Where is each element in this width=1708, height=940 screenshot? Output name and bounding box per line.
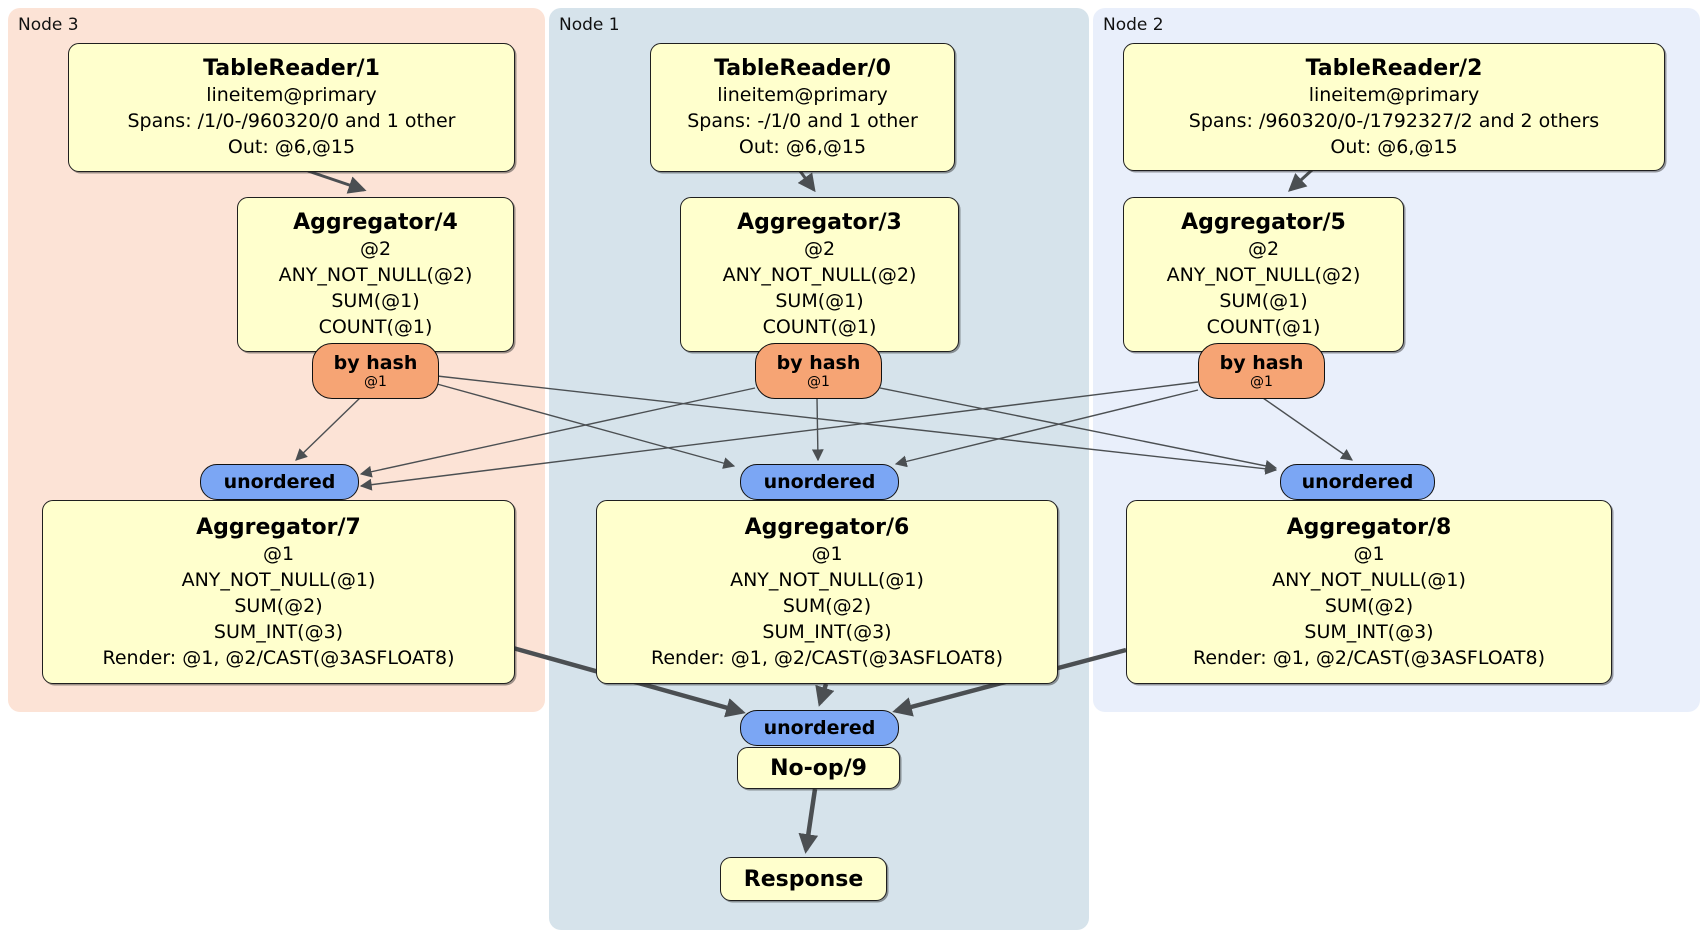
- stream-unordered-badge-node3: unordered: [200, 464, 359, 500]
- stream-unordered-badge-node1: unordered: [740, 464, 899, 500]
- processor-title: Aggregator/6: [744, 514, 910, 540]
- processor-detail: @1: [1353, 542, 1385, 565]
- processor-response: Response: [720, 857, 887, 901]
- processor-title: TableReader/1: [203, 56, 380, 81]
- processor-detail: COUNT(@1): [318, 316, 433, 338]
- processor-detail: SUM_INT(@3): [762, 620, 892, 643]
- processor-title: No-op/9: [770, 755, 867, 781]
- processor-detail: SUM(@1): [331, 290, 420, 312]
- processor-detail: SUM(@1): [1219, 290, 1308, 312]
- unordered-label: unordered: [1301, 471, 1414, 493]
- processor-detail: ANY_NOT_NULL(@2): [278, 264, 473, 286]
- processor-tablereader-1: TableReader/1 lineitem@primary Spans: /1…: [68, 43, 515, 172]
- byhash-label: by hash: [776, 352, 861, 374]
- region-node-2-label: Node 2: [1103, 15, 1164, 35]
- edge-byhash2-unordered1: [894, 389, 1199, 468]
- byhash-label: by hash: [1219, 352, 1304, 374]
- region-node-1-label: Node 1: [559, 15, 620, 35]
- byhash-columns: @1: [807, 374, 830, 390]
- stream-unordered-badge-final: unordered: [740, 710, 899, 746]
- processor-title: Aggregator/4: [293, 210, 458, 235]
- processor-title: Aggregator/8: [1286, 514, 1452, 540]
- processor-detail: Render: @1, @2/CAST(@3ASFLOAT8): [102, 646, 455, 669]
- edge-tr1-agg4: [307, 169, 367, 194]
- processor-detail: lineitem@primary: [206, 84, 377, 106]
- processor-detail: Out: @6,@15: [738, 136, 867, 158]
- processor-title: Response: [743, 866, 864, 892]
- processor-aggregator-5: Aggregator/5 @2 ANY_NOT_NULL(@2) SUM(@1)…: [1123, 197, 1404, 352]
- processor-detail: SUM(@2): [782, 594, 872, 617]
- edge-byhash3-unordered2: [436, 375, 1278, 475]
- processor-detail: lineitem@primary: [717, 84, 888, 106]
- processor-detail: @2: [1247, 238, 1280, 260]
- edge-tr0-agg3: [797, 170, 816, 193]
- edge-agg6-unordered-final: [815, 683, 835, 707]
- processor-tablereader-0: TableReader/0 lineitem@primary Spans: -/…: [650, 43, 955, 172]
- edge-byhash1-unordered3: [359, 387, 756, 478]
- processor-aggregator-7: Aggregator/7 @1 ANY_NOT_NULL(@1) SUM(@2)…: [42, 500, 515, 684]
- processor-detail: @2: [803, 238, 836, 260]
- processor-detail: SUM_INT(@3): [1304, 620, 1434, 643]
- edge-byhash1-unordered2: [879, 387, 1278, 472]
- region-node-3-label: Node 3: [18, 15, 79, 35]
- processor-title: Aggregator/7: [196, 514, 361, 540]
- stream-byhash-badge-node3: by hash @1: [312, 343, 439, 399]
- processor-detail: Render: @1, @2/CAST(@3ASFLOAT8): [1193, 646, 1545, 669]
- processor-detail: COUNT(@1): [762, 316, 877, 338]
- edge-tr2-agg5: [1288, 168, 1314, 192]
- processor-detail: ANY_NOT_NULL(@1): [730, 568, 924, 591]
- processor-detail: ANY_NOT_NULL(@1): [181, 568, 376, 591]
- processor-aggregator-6: Aggregator/6 @1 ANY_NOT_NULL(@1) SUM(@2)…: [596, 500, 1058, 684]
- unordered-label: unordered: [223, 471, 336, 493]
- unordered-label: unordered: [763, 471, 876, 493]
- byhash-columns: @1: [364, 374, 387, 390]
- processor-detail: ANY_NOT_NULL(@2): [1166, 264, 1361, 286]
- processor-aggregator-3: Aggregator/3 @2 ANY_NOT_NULL(@2) SUM(@1)…: [680, 197, 959, 352]
- processor-detail: Render: @1, @2/CAST(@3ASFLOAT8): [651, 646, 1003, 669]
- edge-noop-response: [798, 788, 819, 854]
- processor-aggregator-4: Aggregator/4 @2 ANY_NOT_NULL(@2) SUM(@1)…: [237, 197, 514, 352]
- processor-title: TableReader/2: [1305, 55, 1483, 81]
- processor-detail: lineitem@primary: [1308, 83, 1480, 106]
- stream-unordered-badge-node2: unordered: [1280, 464, 1435, 500]
- stream-byhash-badge-node1: by hash @1: [755, 343, 882, 399]
- processor-title: TableReader/0: [714, 56, 891, 81]
- processor-noop-9: No-op/9: [737, 747, 900, 789]
- processor-detail: SUM(@2): [1324, 594, 1414, 617]
- processor-detail: Spans: /960320/0-/1792327/2 and 2 others: [1188, 109, 1600, 132]
- edge-byhash2-unordered3: [359, 381, 1199, 491]
- edge-byhash3-unordered3: [295, 395, 363, 461]
- processor-tablereader-2: TableReader/2 lineitem@primary Spans: /9…: [1123, 43, 1665, 171]
- processor-aggregator-8: Aggregator/8 @1 ANY_NOT_NULL(@1) SUM(@2)…: [1126, 500, 1612, 684]
- stream-byhash-badge-node2: by hash @1: [1198, 343, 1325, 399]
- processor-detail: ANY_NOT_NULL(@1): [1272, 568, 1466, 591]
- byhash-label: by hash: [333, 352, 418, 374]
- processor-detail: SUM(@1): [775, 290, 864, 312]
- processor-detail: @2: [359, 238, 392, 260]
- processor-detail: Spans: -/1/0 and 1 other: [687, 110, 918, 132]
- processor-title: Aggregator/3: [737, 210, 902, 235]
- processor-detail: @1: [811, 542, 843, 565]
- processor-detail: Spans: /1/0-/960320/0 and 1 other: [127, 110, 456, 132]
- processor-title: Aggregator/5: [1181, 210, 1346, 235]
- processor-detail: Out: @6,@15: [1330, 135, 1458, 158]
- processor-detail: COUNT(@1): [1206, 316, 1321, 338]
- processor-detail: Out: @6,@15: [227, 136, 356, 158]
- processor-detail: SUM(@2): [234, 594, 323, 617]
- byhash-columns: @1: [1250, 374, 1273, 390]
- processor-detail: ANY_NOT_NULL(@2): [722, 264, 917, 286]
- processor-detail: SUM_INT(@3): [213, 620, 344, 643]
- processor-detail: @1: [262, 542, 295, 565]
- unordered-label: unordered: [763, 717, 876, 739]
- edge-byhash2-unordered2: [1262, 397, 1353, 461]
